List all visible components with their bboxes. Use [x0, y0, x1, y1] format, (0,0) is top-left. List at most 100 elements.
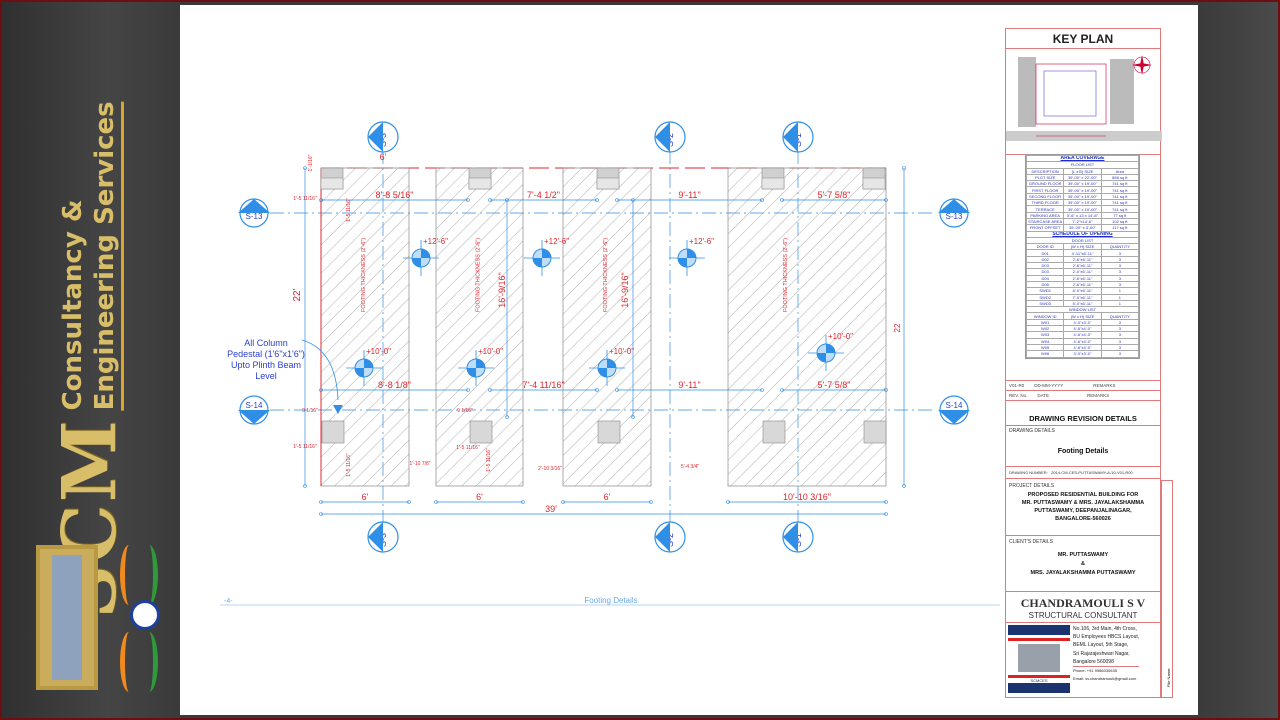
small-dimension: 2'-10 3/16": [538, 466, 562, 472]
svg-text:39': 39': [545, 504, 557, 514]
grid-marker-s14[interactable]: S-14: [938, 395, 970, 425]
flag-ribbon-icon: [120, 545, 138, 605]
column-note: All Column Pedestal (1'6"x1'6") Upto Pli…: [227, 338, 305, 381]
consultant: CHANDRAMOULI S V STRUCTURAL CONSULTANT: [1006, 592, 1160, 623]
right-margin: [1198, 0, 1280, 720]
grid-marker-bottom[interactable]: S-2: [654, 521, 686, 553]
grid-marker-s13[interactable]: S-13: [938, 198, 970, 228]
column-pedestal: [469, 420, 493, 444]
grid-marker-s14[interactable]: S-14: [238, 395, 270, 425]
footing-thickness-label: FOOTING THICKNESS (2'-6"): [361, 238, 367, 312]
svg-text:9'-11": 9'-11": [678, 190, 700, 200]
small-dimension: 1'-5 11/16": [346, 453, 352, 477]
dimension: 5'-7 5/8": [780, 380, 888, 392]
small-dimension: 1'-5 11/16": [486, 448, 492, 472]
svg-text:Level: Level: [255, 371, 277, 381]
dimension: 6': [319, 492, 411, 504]
svg-text:All Column: All Column: [244, 338, 288, 348]
svg-text:S-13: S-13: [246, 212, 263, 221]
grid-marker-s13[interactable]: S-13: [238, 198, 270, 228]
svg-text:10'-10 3/16": 10'-10 3/16": [783, 492, 831, 502]
small-dimension: 1'-5 11/16": [346, 198, 352, 222]
drawing-caption: Footing Details: [584, 596, 637, 605]
svg-text:8'-8 5/16": 8'-8 5/16": [376, 190, 414, 200]
column-pedestal: [321, 420, 345, 444]
dimension: 8'-8 1/8": [319, 380, 470, 392]
svg-text:22: 22: [893, 323, 902, 332]
svg-text:6': 6': [604, 492, 611, 502]
dimension: 16'-9/16": [620, 198, 635, 419]
consultant-address: No.106, 3rd Main, 4th Cross,BU Employees…: [1073, 626, 1140, 682]
drawing-details: DRAWING DETAILS Footing Details: [1006, 426, 1160, 467]
column-pedestal: [597, 420, 621, 444]
dimension: 22': [292, 166, 307, 488]
svg-text:Upto Plinth Beam: Upto Plinth Beam: [231, 360, 301, 370]
drawing-number: DRAWING NUMBER: 2014-CM-CES-PUTTASWAMY-A…: [1006, 467, 1160, 479]
column-pedestal: [762, 420, 786, 444]
svg-text:8'-8 1/8": 8'-8 1/8": [378, 380, 411, 390]
level-marker: +10'-0": [808, 332, 853, 371]
svg-text:16'-9/16": 16'-9/16": [620, 272, 630, 307]
grid-marker-top[interactable]: S-2: [654, 121, 686, 153]
flag-ribbon-icon: [140, 545, 158, 605]
dimension: 5'-7 5/8": [780, 190, 888, 202]
level-marker: +12'-6": [669, 237, 714, 276]
dimension: 22: [893, 166, 906, 488]
footing: [727, 167, 887, 487]
footing-thickness-label: FOOTING THICKNESS (2'-6"): [783, 238, 789, 312]
svg-text:Pedestal (1'6"x1'6"): Pedestal (1'6"x1'6"): [227, 349, 305, 359]
svg-text:16'-9/16": 16'-9/16": [497, 272, 507, 307]
small-dimension: 9 1/16": [302, 408, 318, 414]
svg-text:22': 22': [292, 288, 303, 301]
svg-text:+10'-0": +10'-0": [828, 332, 853, 341]
level-marker: +12'-6": [524, 237, 569, 276]
level-marker: +10'-0": [346, 347, 391, 386]
small-dimension: 5'-4 3/4": [681, 464, 700, 470]
svg-text:S-14: S-14: [946, 401, 963, 410]
grid-marker-top[interactable]: S-3: [367, 121, 399, 153]
dimension: 9'-11": [615, 380, 764, 392]
column-pedestal: [863, 420, 887, 444]
small-dimension: 6': [380, 152, 387, 162]
brand-sidebar: SCM Consultancy & Engineering Services: [0, 0, 180, 720]
ashoka-chakra-icon: [130, 600, 160, 630]
grid-marker-bottom[interactable]: S-1: [782, 521, 814, 553]
dimension: 7'-4 1/2": [488, 190, 599, 202]
dimension: 39': [319, 504, 888, 516]
grid-marker-bottom[interactable]: S-3: [367, 521, 399, 553]
table-row: WINDOW LIST: [1026, 306, 1139, 314]
svg-text:+12'-6": +12'-6": [689, 237, 714, 246]
dimension: 6': [434, 492, 525, 504]
dimension: 9'-11": [615, 190, 764, 202]
consultant-logo: SCMCES: [1008, 625, 1070, 695]
grid-marker-top[interactable]: S-1: [782, 121, 814, 153]
small-dimension: 1'-5 11/16": [456, 445, 480, 451]
svg-text:6': 6': [362, 492, 369, 502]
company-logo: [36, 545, 98, 690]
svg-text:5'-7 5/8": 5'-7 5/8": [818, 380, 851, 390]
svg-text:+10'-0": +10'-0": [366, 347, 391, 356]
level-marker: +10'-0": [458, 347, 503, 386]
drawing-title: Footing Details: [1057, 448, 1109, 455]
dimension: 8'-8 5/16": [319, 190, 470, 202]
